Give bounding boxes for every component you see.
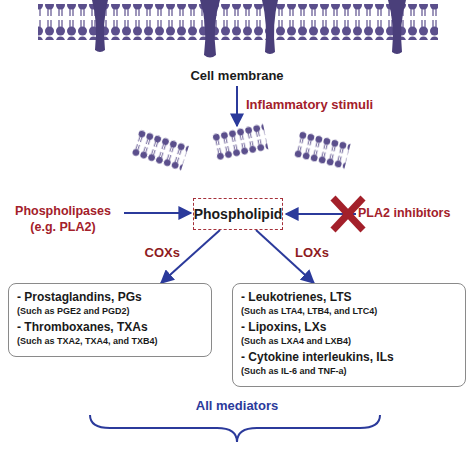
node-title: Phospholipid bbox=[194, 206, 283, 222]
membrane-fragment bbox=[131, 129, 189, 171]
enzyme-label: Phospholipases (e.g. PLA2) bbox=[2, 203, 124, 235]
membrane-protein bbox=[388, 0, 406, 54]
membrane-fragment bbox=[293, 131, 350, 170]
membrane-protein bbox=[200, 0, 220, 58]
stimulus-label: Inflammatory stimuli bbox=[246, 97, 406, 113]
membrane-protein bbox=[262, 0, 278, 54]
mediator-examples: (Such as IL-6 and TNF-a) bbox=[241, 365, 457, 377]
membrane-protein bbox=[92, 0, 108, 52]
group-label: All mediators bbox=[137, 398, 337, 414]
mediator-name: - Thromboxanes, TXAs bbox=[17, 320, 203, 335]
mediator-examples: (Such as PGE2 and PGD2) bbox=[17, 305, 203, 317]
mediator-box: - Leukotrienes, LTS(Such as LTA4, LTB4, … bbox=[232, 283, 466, 387]
mediator-examples: (Such as LXA4 and LXB4) bbox=[241, 335, 457, 347]
phospholipase-arrow bbox=[124, 212, 191, 214]
mediator-name: - Prostaglandins, PGs bbox=[17, 290, 203, 305]
curly-brace bbox=[90, 415, 380, 442]
mediator-name: - Cytokine interleukins, ILs bbox=[241, 350, 457, 365]
stimulus-arrow bbox=[236, 86, 238, 126]
mediator-name: - Lipoxins, LXs bbox=[241, 320, 457, 335]
membrane-proteins bbox=[92, 0, 406, 58]
mediator-examples: (Such as LTA4, LTB4, and LTC4) bbox=[241, 305, 457, 317]
enzyme-label: LOXs bbox=[295, 245, 329, 260]
mediator-name: - Leukotrienes, LTS bbox=[241, 290, 457, 305]
enzyme-label: COXs bbox=[145, 245, 180, 260]
membrane-fragment bbox=[212, 123, 269, 160]
mediator-examples: (Such as TXA2, TXA4, and TXB4) bbox=[17, 335, 203, 347]
dashed-box: Phospholipid bbox=[193, 198, 283, 230]
mediator-box: - Prostaglandins, PGs(Such as PGE2 and P… bbox=[8, 283, 212, 357]
inhibitor-label: PLA2 inhibitors bbox=[358, 205, 474, 221]
membrane-label: Cell membrane bbox=[137, 68, 337, 84]
